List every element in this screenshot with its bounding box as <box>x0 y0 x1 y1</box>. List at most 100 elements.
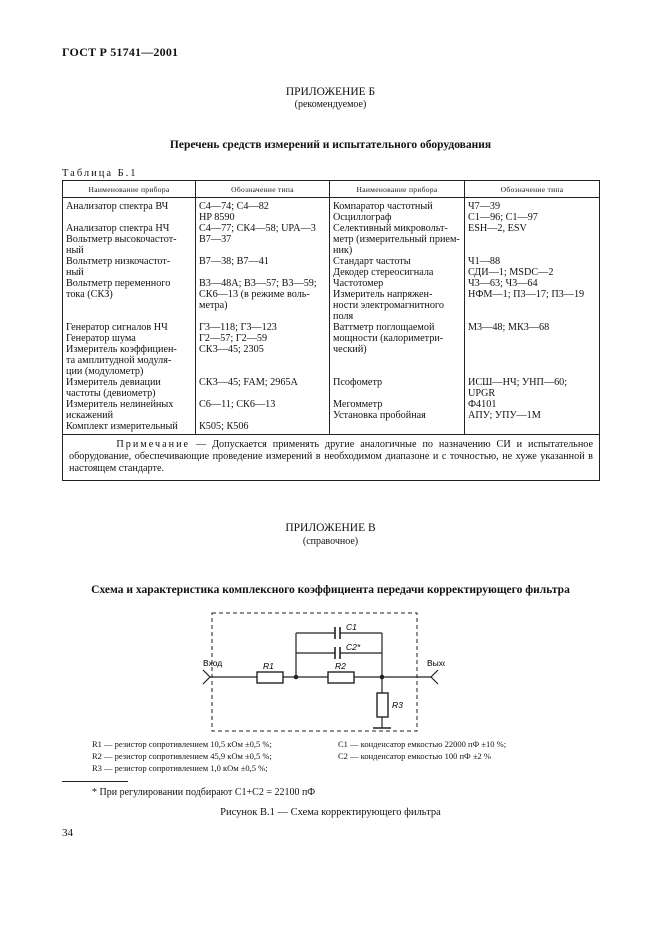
cell-text: искажений <box>66 410 114 421</box>
table-cell: СК3—45; FAM; 2965А <box>195 377 330 399</box>
cell-text: В3—48А; В3—57; В3—59; <box>199 278 317 289</box>
cell-text: Вольтметр высокочастот- <box>66 234 177 245</box>
cell-text: Комплект измерительный <box>66 421 178 432</box>
appendix-b-subtitle: (рекомендуемое) <box>294 99 367 110</box>
cell-text: мощности (калориметри- <box>333 333 444 344</box>
cell-text: АПУ; УПУ—1М <box>468 410 541 421</box>
note-label: Примечание <box>116 439 191 450</box>
figure-caption: Рисунок В.1 — Схема корректирующего филь… <box>220 807 441 818</box>
cell-text: М3—48; МК3—68 <box>468 322 550 333</box>
resistor-r3 <box>376 692 389 718</box>
cell-text: UPGR <box>468 388 496 399</box>
header-cell: Наименование прибора <box>329 180 465 198</box>
filter-circuit-diagram: Вход Выход R1 R2 R3 C1 C2* <box>202 612 445 732</box>
cell-text: ИСШ—НЧ; УНП—60; <box>468 377 568 388</box>
table-cell: В7—38; В7—41 <box>195 256 330 278</box>
cell-text: Генератор сигналов НЧ <box>66 322 168 333</box>
table-cell: Селективный микровольт-метр (измерительн… <box>329 223 465 256</box>
cell-text: Установка пробойная <box>333 410 426 421</box>
cell-text: СК3—45; 2305 <box>199 344 264 355</box>
cell-text: В7—38; В7—41 <box>199 256 269 267</box>
input-label: Вход <box>203 658 222 668</box>
cell-text: ности электромагнитного <box>333 300 444 311</box>
cell-text: С4—77; СК4—58; UPA—3 <box>199 223 316 234</box>
appendix-c-section-title: Схема и характеристика комплексного коэф… <box>91 584 570 596</box>
page-number: 34 <box>62 827 73 839</box>
table-row: Комплект измерительный К505; К506 <box>62 421 600 435</box>
cell-text: Декодер стереосигнала <box>333 267 434 278</box>
r1-label: R1 <box>263 661 274 671</box>
table-caption: Таблица Б.1 <box>62 168 138 179</box>
cell-text: ный <box>66 267 84 278</box>
cell-text: ческий) <box>333 344 367 355</box>
table-cell <box>464 421 600 435</box>
cell-text: метр (измерительный прием- <box>333 234 460 245</box>
r3-label: R3 <box>392 700 403 710</box>
note-text: — Допускается применять другие аналогичн… <box>69 439 594 474</box>
cell-text: Анализатор спектра ВЧ <box>66 201 169 212</box>
table-note-row: Примечание — Допускается применять други… <box>62 434 600 481</box>
cell-text: СК6—13 (в режиме воль- <box>199 289 310 300</box>
output-arrow <box>430 669 439 685</box>
cell-text: Частотомер <box>333 278 384 289</box>
output-label: Выход <box>427 658 445 668</box>
table-cell: В3—48А; В3—57; В3—59;СК6—13 (в режиме во… <box>195 278 330 322</box>
resistor-r1 <box>256 671 284 684</box>
cell-text: ции (модулометр) <box>66 366 144 377</box>
table-cell <box>329 421 465 435</box>
cell-text: ник) <box>333 245 353 256</box>
c2-label: C2* <box>346 642 361 652</box>
cell-text: Ч7—39 <box>468 201 501 212</box>
cell-text: ESH—2, ESV <box>468 223 527 234</box>
table-header-row: Наименование прибора Обозначение типа На… <box>62 180 600 198</box>
appendix-c-title: ПРИЛОЖЕНИЕ В <box>285 522 376 534</box>
cell-text: Генератор шума <box>66 333 136 344</box>
appendix-c-subtitle: (справочное) <box>302 536 359 547</box>
cell-text: Вольтметр низкочастот- <box>66 256 171 267</box>
table-cell: ИСШ—НЧ; УНП—60;UPGR <box>464 377 600 399</box>
cell-text: Селективный микровольт- <box>333 223 448 234</box>
cell-text: Стандарт частоты <box>333 256 411 267</box>
cell-text: поля <box>333 311 354 322</box>
cell-text: СДИ—1; MSDC—2 <box>468 267 554 278</box>
table-cell: Псофометр <box>329 377 465 399</box>
cell-text: К505; К506 <box>199 421 249 432</box>
cell-text: ный <box>66 245 84 256</box>
cell-text: метра) <box>199 300 228 311</box>
r2-label: R2 <box>335 661 346 671</box>
legend-right: C1 — конденсатор емкостью 22000 пФ ±10 %… <box>338 738 506 762</box>
cell-text: Ваттметр поглощаемой <box>333 322 435 333</box>
legend-item: R3 — резистор сопротивлением 1,0 кОм ±0,… <box>92 763 268 773</box>
cell-text: Компаратор частотный <box>333 201 433 212</box>
cell-text: Измеритель коэффициен- <box>66 344 177 355</box>
cell-text: тока (СКЗ) <box>66 289 113 300</box>
cell-text: Измеритель напряжен- <box>333 289 433 300</box>
cell-text: Осциллограф <box>333 212 392 223</box>
footnote: * При регулировании подбирают C1+C2 = 22… <box>92 787 316 798</box>
table-cell: Вольтметр низкочастот-ный <box>62 256 196 278</box>
cell-text: Мегомметр <box>333 399 383 410</box>
table-cell: М3—48; МК3—68 <box>464 322 600 377</box>
table-note: Примечание — Допускается применять други… <box>62 434 600 481</box>
header-cell: Наименование прибора <box>62 180 196 198</box>
header-cell: Обозначение типа <box>195 180 330 198</box>
